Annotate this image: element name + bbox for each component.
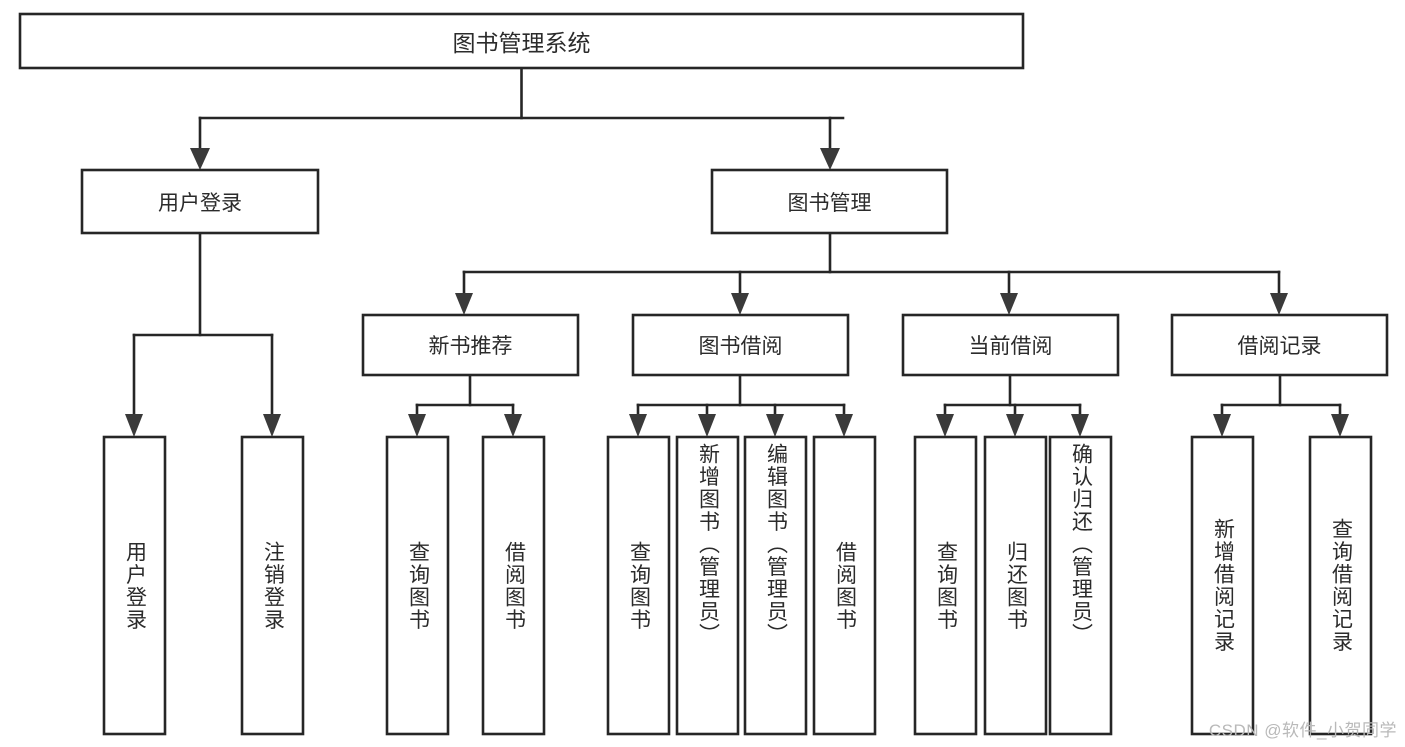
- connector-group-root: [190, 66, 845, 170]
- node-box-leaf-user-login[interactable]: [102, 435, 167, 736]
- node-box-leaf-borrow-book-recommend[interactable]: [481, 435, 546, 736]
- node-box-leaf-borrow-book[interactable]: [812, 435, 877, 736]
- node-box-book-borrow[interactable]: [631, 313, 850, 377]
- node-box-leaf-query-borrow-record[interactable]: [1308, 435, 1373, 736]
- connector-group-book-manage: [455, 231, 1288, 315]
- arrowhead-leaf-add-book-admin: [698, 414, 716, 437]
- node-box-leaf-logout-login[interactable]: [240, 435, 305, 736]
- connector-group-borrow-records: [1213, 373, 1349, 437]
- arrowhead-current-borrow: [1000, 293, 1018, 315]
- arrowhead-leaf-query-borrow-record: [1331, 414, 1349, 437]
- arrowhead-leaf-add-borrow-record: [1213, 414, 1231, 437]
- node-box-new-book-recommend[interactable]: [361, 313, 580, 377]
- arrowhead-borrow-records: [1270, 293, 1288, 315]
- arrowhead-leaf-confirm-return-admin: [1071, 414, 1089, 437]
- arrowhead-leaf-edit-book-admin: [766, 414, 784, 437]
- connector-group-new-book-recommend: [408, 373, 522, 437]
- node-box-borrow-records[interactable]: [1170, 313, 1389, 377]
- arrowhead-leaf-return-book: [1006, 414, 1024, 437]
- node-box-current-borrow[interactable]: [901, 313, 1120, 377]
- arrowhead-leaf-user-login: [125, 414, 143, 437]
- node-box-leaf-add-book-admin[interactable]: [675, 435, 740, 736]
- arrowhead-book-borrow: [731, 293, 749, 315]
- arrowhead-leaf-logout-login: [263, 414, 281, 437]
- arrowhead-book-manage: [820, 148, 840, 170]
- connector-group-current-borrow: [936, 373, 1089, 437]
- node-box-leaf-edit-book-admin[interactable]: [743, 435, 808, 736]
- arrowhead-leaf-query-book-current: [936, 414, 954, 437]
- node-box-book-manage[interactable]: [710, 168, 949, 235]
- node-box-leaf-add-borrow-record[interactable]: [1190, 435, 1255, 736]
- arrowhead-new-book-recommend: [455, 293, 473, 315]
- connector-group-book-borrow: [629, 373, 853, 437]
- node-box-leaf-return-book[interactable]: [983, 435, 1048, 736]
- arrowhead-leaf-borrow-book-recommend: [504, 414, 522, 437]
- connector-group-user-login: [125, 231, 281, 437]
- node-box-leaf-query-book-current[interactable]: [913, 435, 978, 736]
- node-box-leaf-confirm-return-admin[interactable]: [1048, 435, 1113, 736]
- node-box-root[interactable]: [18, 12, 1025, 70]
- node-box-leaf-query-book-borrow[interactable]: [606, 435, 671, 736]
- node-box-user-login[interactable]: [80, 168, 320, 235]
- arrowhead-leaf-query-book-recommend: [408, 414, 426, 437]
- arrowhead-leaf-borrow-book: [835, 414, 853, 437]
- node-box-leaf-query-book-recommend[interactable]: [385, 435, 450, 736]
- arrowhead-user-login: [190, 148, 210, 170]
- arrowhead-leaf-query-book-borrow: [629, 414, 647, 437]
